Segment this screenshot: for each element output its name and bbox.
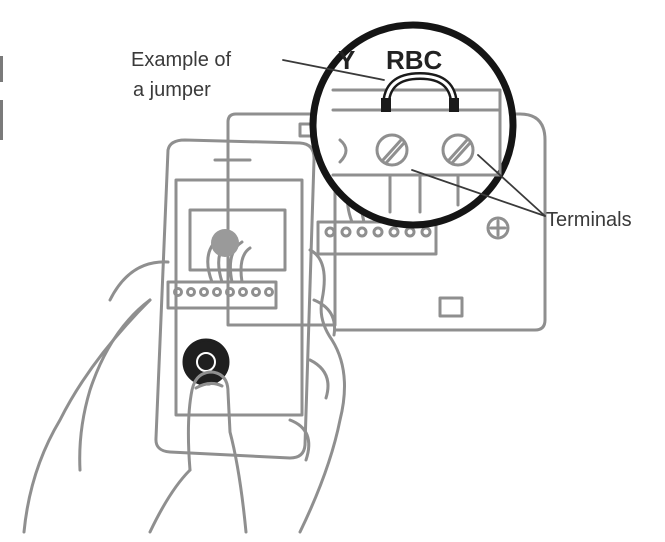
phone-screen: [174, 178, 304, 417]
jumper-wire-icon: [381, 72, 459, 112]
leader-lines: [282, 59, 546, 217]
terminal-leader-right: [477, 154, 546, 217]
mount-screw-icon: [486, 216, 510, 240]
plate-terminal-screws: [324, 226, 432, 238]
smartphone: [154, 138, 316, 460]
terminals-callout: Terminals: [546, 209, 632, 231]
screen-wire-hole: [211, 229, 239, 257]
wall-plate: [226, 112, 547, 332]
terminal-label-rbc: RBC: [386, 45, 443, 75]
screen-plate-image: [188, 208, 287, 272]
jumper-leader: [282, 59, 385, 81]
terminal-screw-icon: [441, 133, 475, 167]
jumper-callout-line2: a jumper: [133, 79, 211, 101]
hand: [22, 248, 346, 534]
jumper-callout-line1: Example of: [131, 49, 231, 71]
terminal-label-y: Y: [338, 45, 355, 75]
terminal-screw-icon: [375, 133, 409, 167]
terminal-leader-left: [411, 169, 546, 217]
edge-marks: [0, 56, 3, 140]
plate-tab-bottom: [438, 296, 464, 318]
